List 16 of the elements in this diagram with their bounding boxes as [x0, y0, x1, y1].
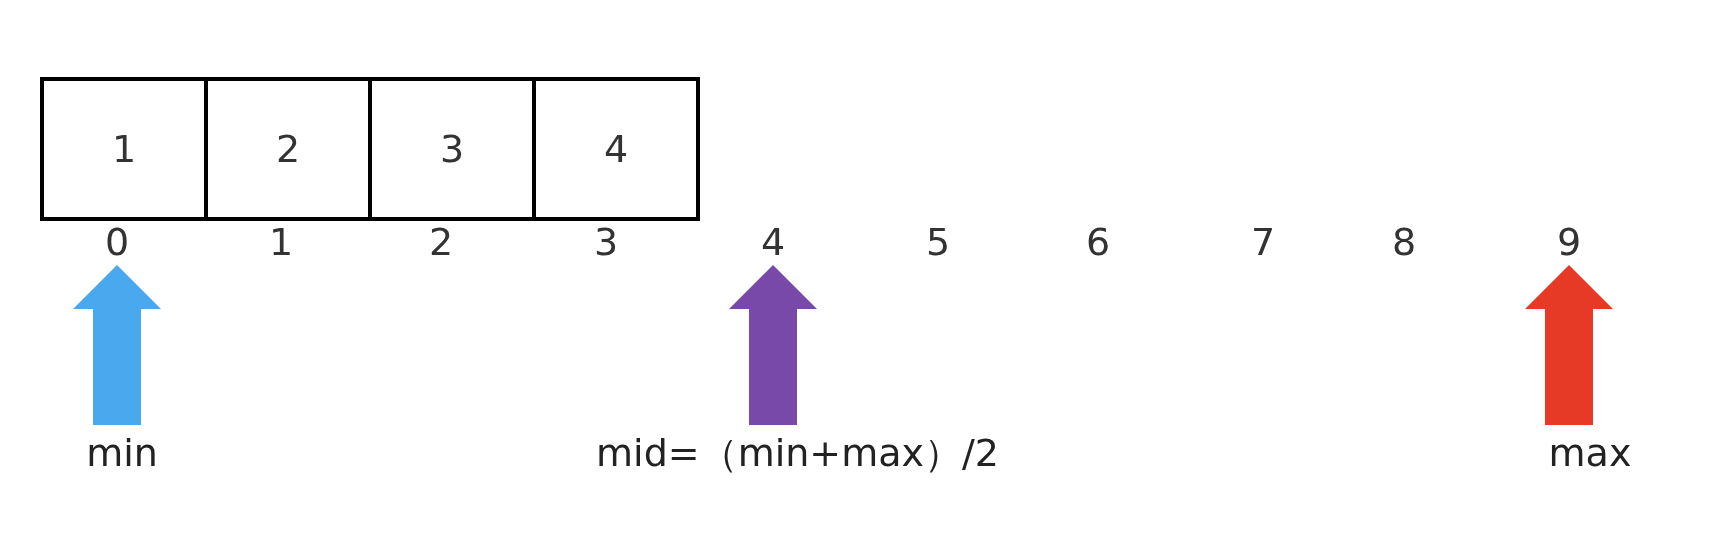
pointer-label: mid=（min+max）/2	[575, 428, 1020, 478]
pointer-arrow	[729, 265, 817, 425]
index-number: 4	[753, 222, 793, 262]
index-number: 7	[1249, 222, 1277, 262]
pointer-label: min	[77, 428, 167, 478]
index-number: 1	[267, 222, 295, 262]
pointer-arrow	[1525, 265, 1613, 425]
index-number: 9	[1549, 222, 1589, 262]
index-number: 0	[97, 222, 137, 262]
index-number: 3	[592, 222, 620, 262]
pointer-label: max	[1540, 428, 1640, 478]
index-number: 5	[924, 222, 952, 262]
index-number: 6	[1084, 222, 1112, 262]
index-number: 2	[427, 222, 455, 262]
index-number: 8	[1390, 222, 1418, 262]
pointer-arrow	[73, 265, 161, 425]
